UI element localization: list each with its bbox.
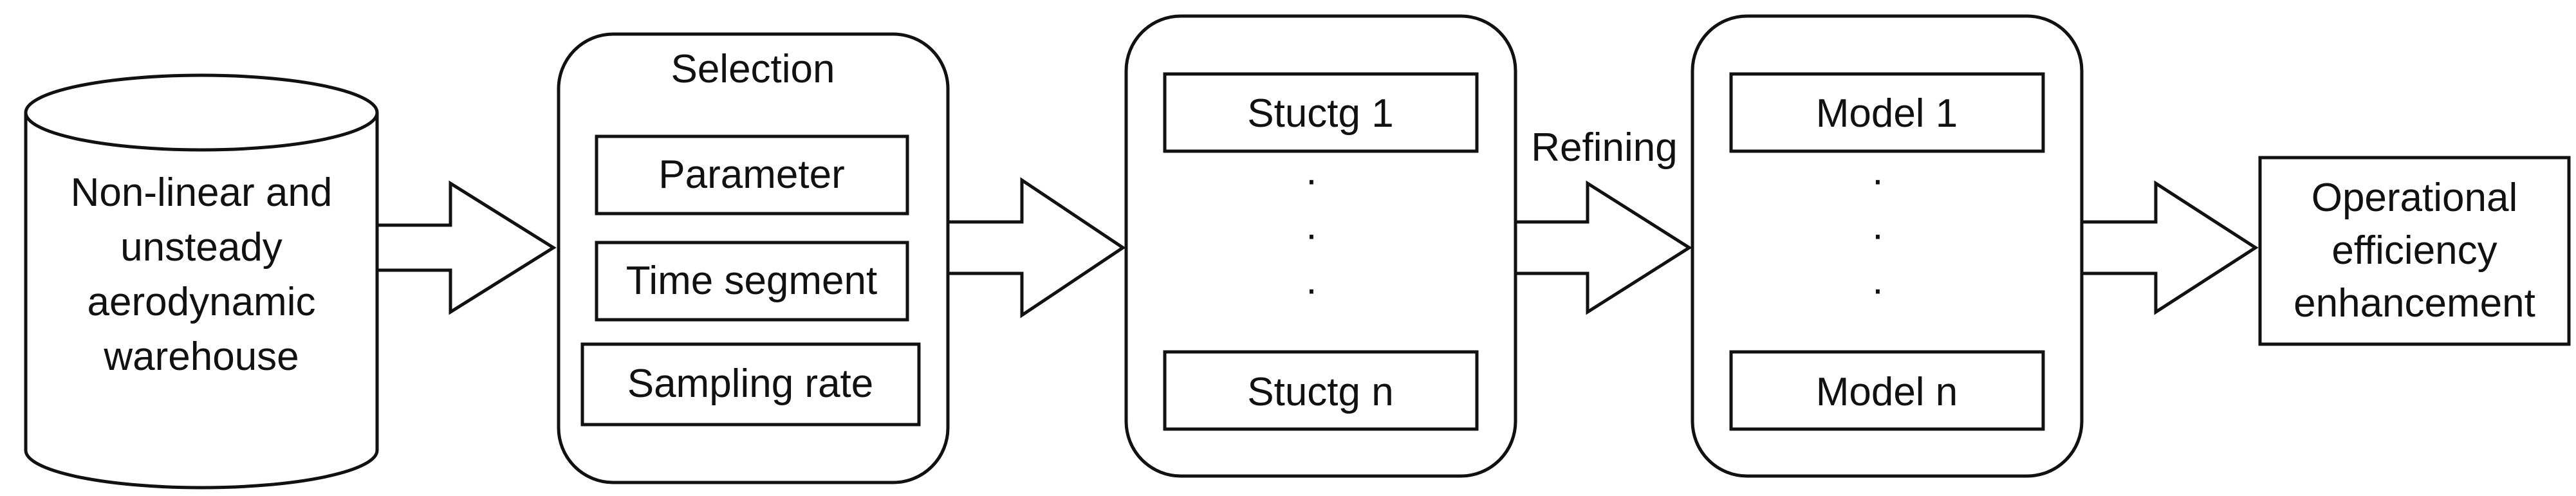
selection-item-parameter-label: Parameter: [658, 152, 844, 197]
model-ellipsis-2: ·: [1871, 212, 1885, 257]
structure-box-first: [1163, 72, 1479, 153]
arrow-warehouse-to-selection: [375, 180, 557, 315]
structure-last-label: Stuctg n: [1247, 370, 1393, 414]
selection-item-parameter: [595, 134, 909, 216]
warehouse-label-line-3: aerodynamic: [88, 280, 316, 324]
arrow-refining: [1514, 180, 1692, 315]
structure-ellipsis-3: ·: [1305, 267, 1319, 311]
output-box: [2258, 156, 2571, 346]
selection-item-time-segment-label: Time segment: [626, 259, 878, 303]
warehouse-label-line-4: warehouse: [103, 335, 299, 379]
selection-item-sampling-rate: [580, 342, 921, 427]
selection-item-sampling-rate-label: Sampling rate: [627, 362, 874, 406]
warehouse-label-line-1: Non-linear and: [71, 170, 333, 215]
selection-title: Selection: [671, 47, 835, 91]
output-label-line-1: Operational: [2312, 176, 2518, 220]
structure-ellipsis-1: ·: [1305, 158, 1319, 202]
structure-first-label: Stuctg 1: [1247, 91, 1393, 136]
refining-label: Refining: [1531, 125, 1677, 170]
structure-box-last: [1163, 350, 1479, 431]
model-first-label: Model 1: [1816, 91, 1958, 136]
model-box-last: [1729, 350, 2045, 431]
warehouse-cylinder: [24, 73, 379, 490]
model-ellipsis-1: ·: [1871, 158, 1885, 202]
selection-item-time-segment: [595, 241, 909, 322]
model-box-first: [1729, 72, 2045, 153]
arrow-models-to-output: [2080, 180, 2259, 315]
structure-ellipsis-2: ·: [1305, 212, 1319, 257]
model-last-label: Model n: [1816, 370, 1958, 414]
warehouse-label-line-2: unsteady: [120, 225, 283, 270]
output-label-line-2: efficiency: [2331, 228, 2497, 273]
model-ellipsis-3: ·: [1871, 267, 1885, 311]
arrow-selection-to-structures: [946, 177, 1126, 318]
output-label-line-3: enhancement: [2293, 281, 2535, 326]
